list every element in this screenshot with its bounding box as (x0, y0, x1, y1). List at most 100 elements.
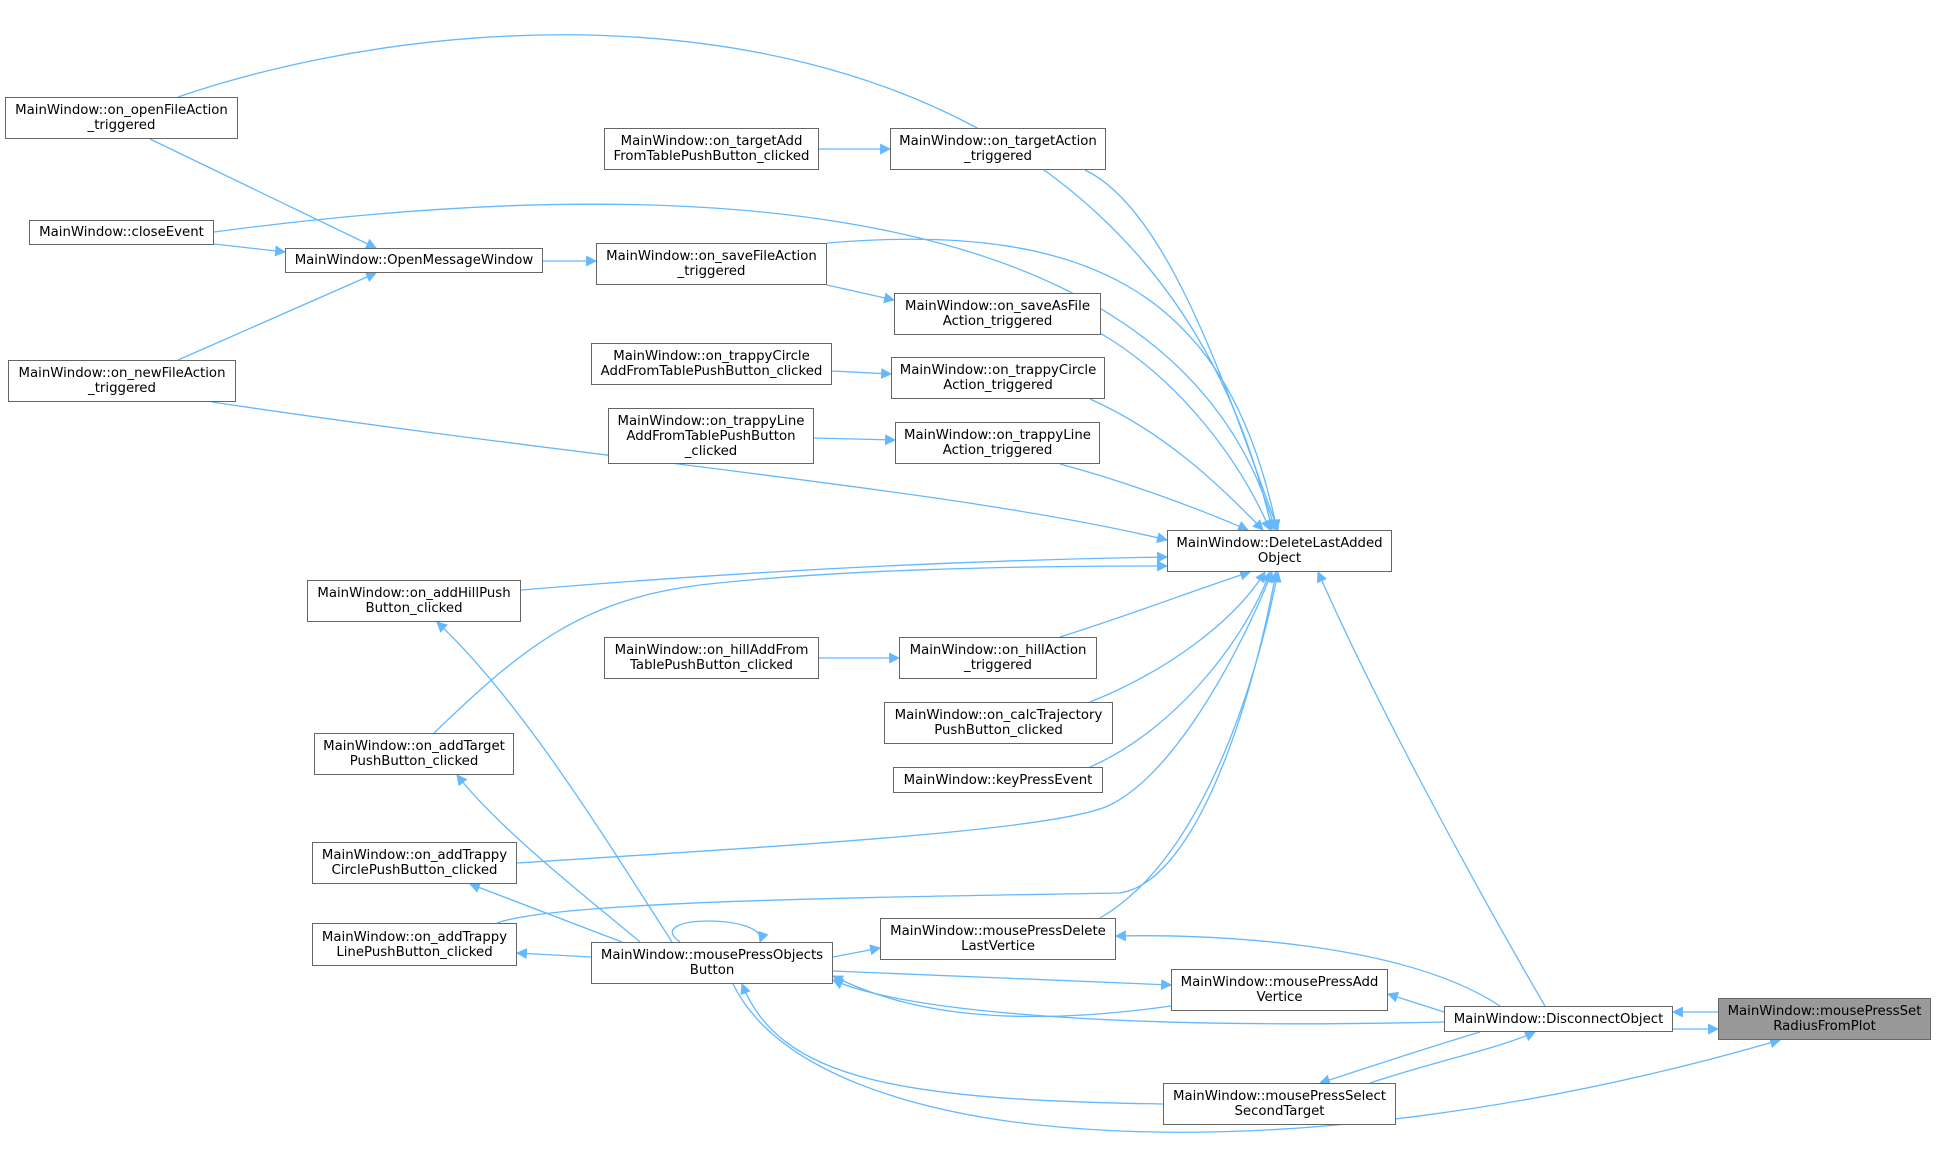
edge-mouse-press-objects-to-add-target (456, 774, 641, 943)
edge-disconnect-to-select-target (1318, 1031, 1481, 1086)
node-label-line: _triggered (87, 118, 156, 133)
node-label-line: MainWindow::mousePressObjects (600, 948, 824, 963)
edge-trappy-circle-table-to-action (831, 368, 893, 379)
node-label-line: MainWindow::on_hillAction (909, 643, 1087, 658)
node-on-save-file-action-triggered[interactable]: MainWindow::on_saveFileAction_triggered (596, 243, 827, 285)
node-label-line: MainWindow::mousePressSet (1727, 1004, 1922, 1019)
node-label-line: AddFromTablePushButton_clicked (600, 364, 823, 379)
edge-mouse-press-delete-vertice-to-delete-last (1099, 570, 1282, 919)
node-label-line: Button (689, 963, 735, 978)
node-key-press-event[interactable]: MainWindow::keyPressEvent (893, 767, 1103, 793)
node-on-hill-action-triggered[interactable]: MainWindow::on_hillAction_triggered (899, 637, 1097, 679)
edge-disconnect-to-mouse-press-objects (831, 979, 1445, 1025)
edge-key-press-to-delete-last (1089, 570, 1272, 768)
node-label-line: MainWindow::on_newFileAction (18, 366, 226, 381)
node-label-line: RadiusFromPlot (1773, 1019, 1876, 1034)
node-label-line: MainWindow::on_saveAsFile (904, 299, 1090, 314)
node-label-line: MainWindow::on_hillAddFrom (614, 643, 809, 658)
node-label-line: LinePushButton_clicked (336, 944, 493, 960)
node-label-line: MainWindow::on_saveFileAction (606, 249, 817, 264)
node-on-open-file-action-triggered[interactable]: MainWindow::on_openFileAction_triggered (5, 97, 238, 139)
edge-save-file-to-delete-last (826, 238, 1281, 532)
node-label-line: MainWindow::keyPressEvent (903, 772, 1093, 788)
edge-mouse-press-objects-to-add-hill (436, 621, 673, 943)
edge-trappy-circle-action-to-delete-last (1089, 398, 1264, 531)
edge-mouse-press-objects-to-set-radius (732, 983, 1782, 1133)
node-label-line: MainWindow::on_trappyCircle (613, 349, 810, 364)
node-close-event[interactable]: MainWindow::closeEvent (29, 220, 214, 245)
node-label-line: _triggered (88, 381, 156, 396)
node-label-line: _triggered (964, 658, 1032, 673)
edge-mouse-press-objects-to-delete-vertice (832, 944, 882, 958)
node-label-line: MainWindow::on_trappyCircle (899, 363, 1097, 378)
node-label-line: CirclePushButton_clicked (331, 863, 498, 878)
edge-disconnect-to-delete-last (1316, 570, 1546, 1007)
edge-new-file-to-open-message (177, 271, 378, 361)
edge-select-target-to-mouse-press-objects (740, 982, 1164, 1105)
node-label-line: MainWindow::DeleteLastAdded (1176, 536, 1383, 551)
node-label-line: TablePushButton_clicked (630, 658, 793, 673)
edge-disconnect-to-delete-vertice (1114, 930, 1501, 1007)
edge-mouse-press-objects-self-loop (671, 920, 769, 944)
node-label-line: LastVertice (961, 939, 1035, 954)
node-on-new-file-action-triggered[interactable]: MainWindow::on_newFileAction_triggered (8, 360, 236, 402)
node-label-line: Action_triggered (942, 443, 1053, 458)
edge-target-action-to-delete-last (1084, 169, 1280, 532)
node-open-message-window[interactable]: MainWindow::OpenMessageWindow (285, 248, 543, 273)
edge-trappy-line-action-to-delete-last (1059, 463, 1250, 532)
node-label-line: MainWindow::on_openFileAction (15, 103, 228, 118)
node-label-line: MainWindow::on_trappyLine (904, 428, 1091, 443)
edge-add-target-to-delete-last (433, 560, 1169, 734)
node-label-line: MainWindow::mousePressSelect (1172, 1089, 1387, 1104)
node-label-line: PushButton_clicked (349, 754, 479, 769)
edge-open-file-to-open-message (149, 138, 377, 249)
node-label-line: MainWindow::mousePressDelete (890, 924, 1106, 939)
edge-trappy-line-table-to-action (813, 434, 897, 446)
edge-calc-trajectory-to-delete-last (1089, 571, 1266, 703)
node-disconnect-object[interactable]: MainWindow::DisconnectObject (1444, 1006, 1673, 1032)
node-label-line: MainWindow::on_targetAdd (620, 134, 803, 149)
edge-add-vertice-to-mouse-press-objects (832, 975, 1172, 1018)
node-label-line: MainWindow::mousePressAdd (1180, 975, 1379, 990)
node-label-line: MainWindow::DisconnectObject (1453, 1011, 1664, 1027)
node-label-line: Vertice (1256, 990, 1303, 1005)
node-label-line: MainWindow::on_addTrappy (321, 848, 508, 863)
node-label-line: _clicked (684, 443, 738, 459)
node-on-target-action-triggered[interactable]: MainWindow::on_targetAction_triggered (890, 128, 1106, 170)
node-label-line: PushButton_clicked (934, 723, 1063, 738)
node-label-line: MainWindow::on_addTrappy (321, 929, 508, 945)
edge-new-file-to-delete-last (211, 401, 1169, 544)
edge-mouse-press-objects-to-add-trappy-line (515, 948, 592, 960)
edge-save-file-to-save-as (826, 284, 896, 304)
node-label-line: Action_triggered (943, 378, 1053, 393)
edge-add-trappy-line-to-delete-last (496, 570, 1280, 924)
node-label-line: Button_clicked (365, 601, 463, 616)
edge-close-event-to-delete-last (213, 203, 1278, 532)
edge-disconnect-to-add-vertice (1386, 991, 1445, 1013)
node-label-line: MainWindow::on_targetAction (899, 134, 1097, 149)
node-label-line: MainWindow::on_addHillPush (317, 586, 511, 601)
node-label-line: FromTablePushButton_clicked (613, 149, 810, 164)
edge-mouse-press-objects-to-add-trappy-circle (468, 882, 623, 943)
node-label-line: SecondTarget (1234, 1104, 1325, 1119)
node-label-line: MainWindow::on_addTarget (323, 739, 505, 754)
